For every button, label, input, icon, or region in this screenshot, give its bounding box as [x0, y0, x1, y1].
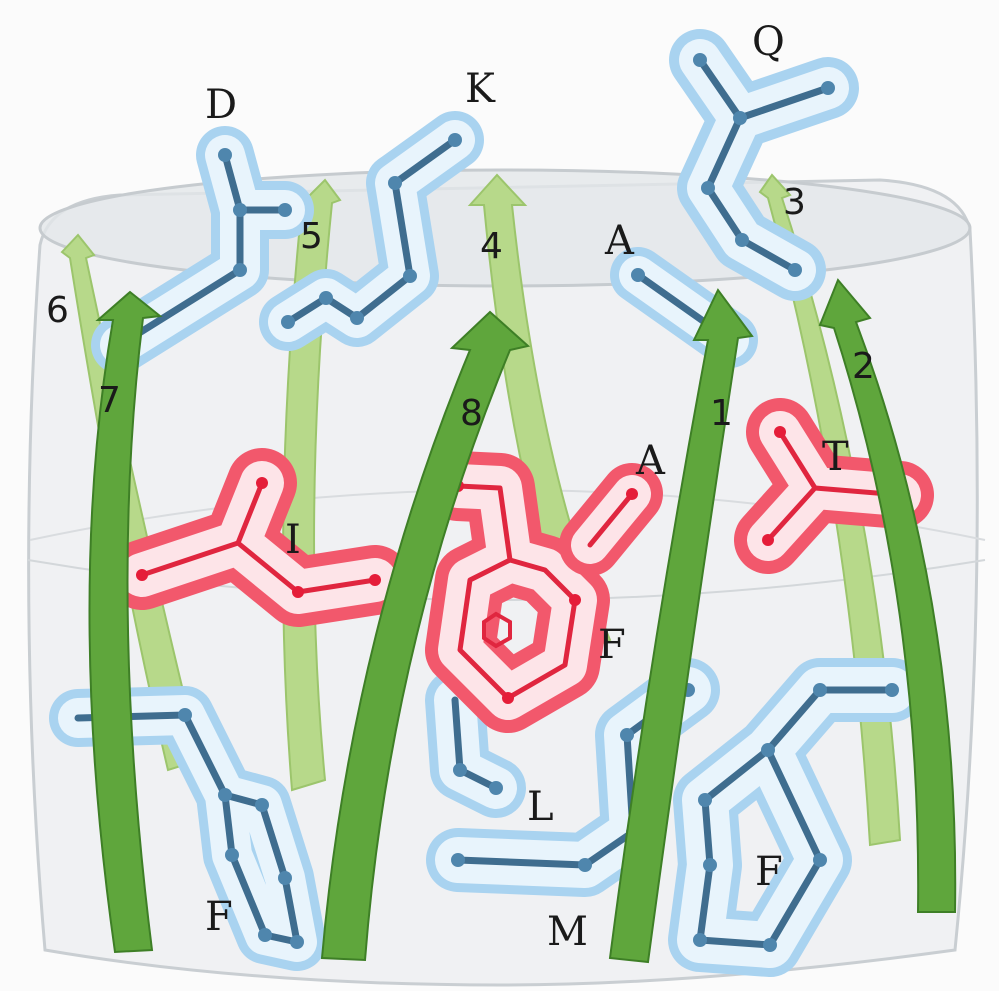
residue-label-K: K	[465, 66, 496, 112]
strand-7-label: 7	[98, 380, 121, 421]
residue-label-A-top: A	[604, 218, 635, 264]
residue-label-D: D	[205, 82, 237, 128]
strand-2-label: 2	[852, 346, 875, 387]
residue-label-F-middle: F	[598, 622, 626, 668]
strand-1-label: 1	[710, 393, 733, 434]
strand-6-label: 6	[46, 290, 69, 331]
residue-label-L: L	[527, 784, 554, 830]
strand-3-label: 3	[783, 182, 806, 223]
residue-label-F-right: F	[755, 849, 783, 895]
residue-label-A-middle: A	[635, 438, 666, 484]
residue-label-I: I	[285, 517, 301, 563]
strand-5-label: 5	[300, 216, 323, 257]
residue-label-Q: Q	[752, 19, 785, 65]
strand-8-label: 8	[460, 393, 483, 434]
residue-label-T: T	[822, 434, 849, 480]
strand-4-label: 4	[480, 226, 503, 267]
residue-label-F-left: F	[205, 894, 233, 940]
residue-label-M: M	[547, 909, 588, 955]
